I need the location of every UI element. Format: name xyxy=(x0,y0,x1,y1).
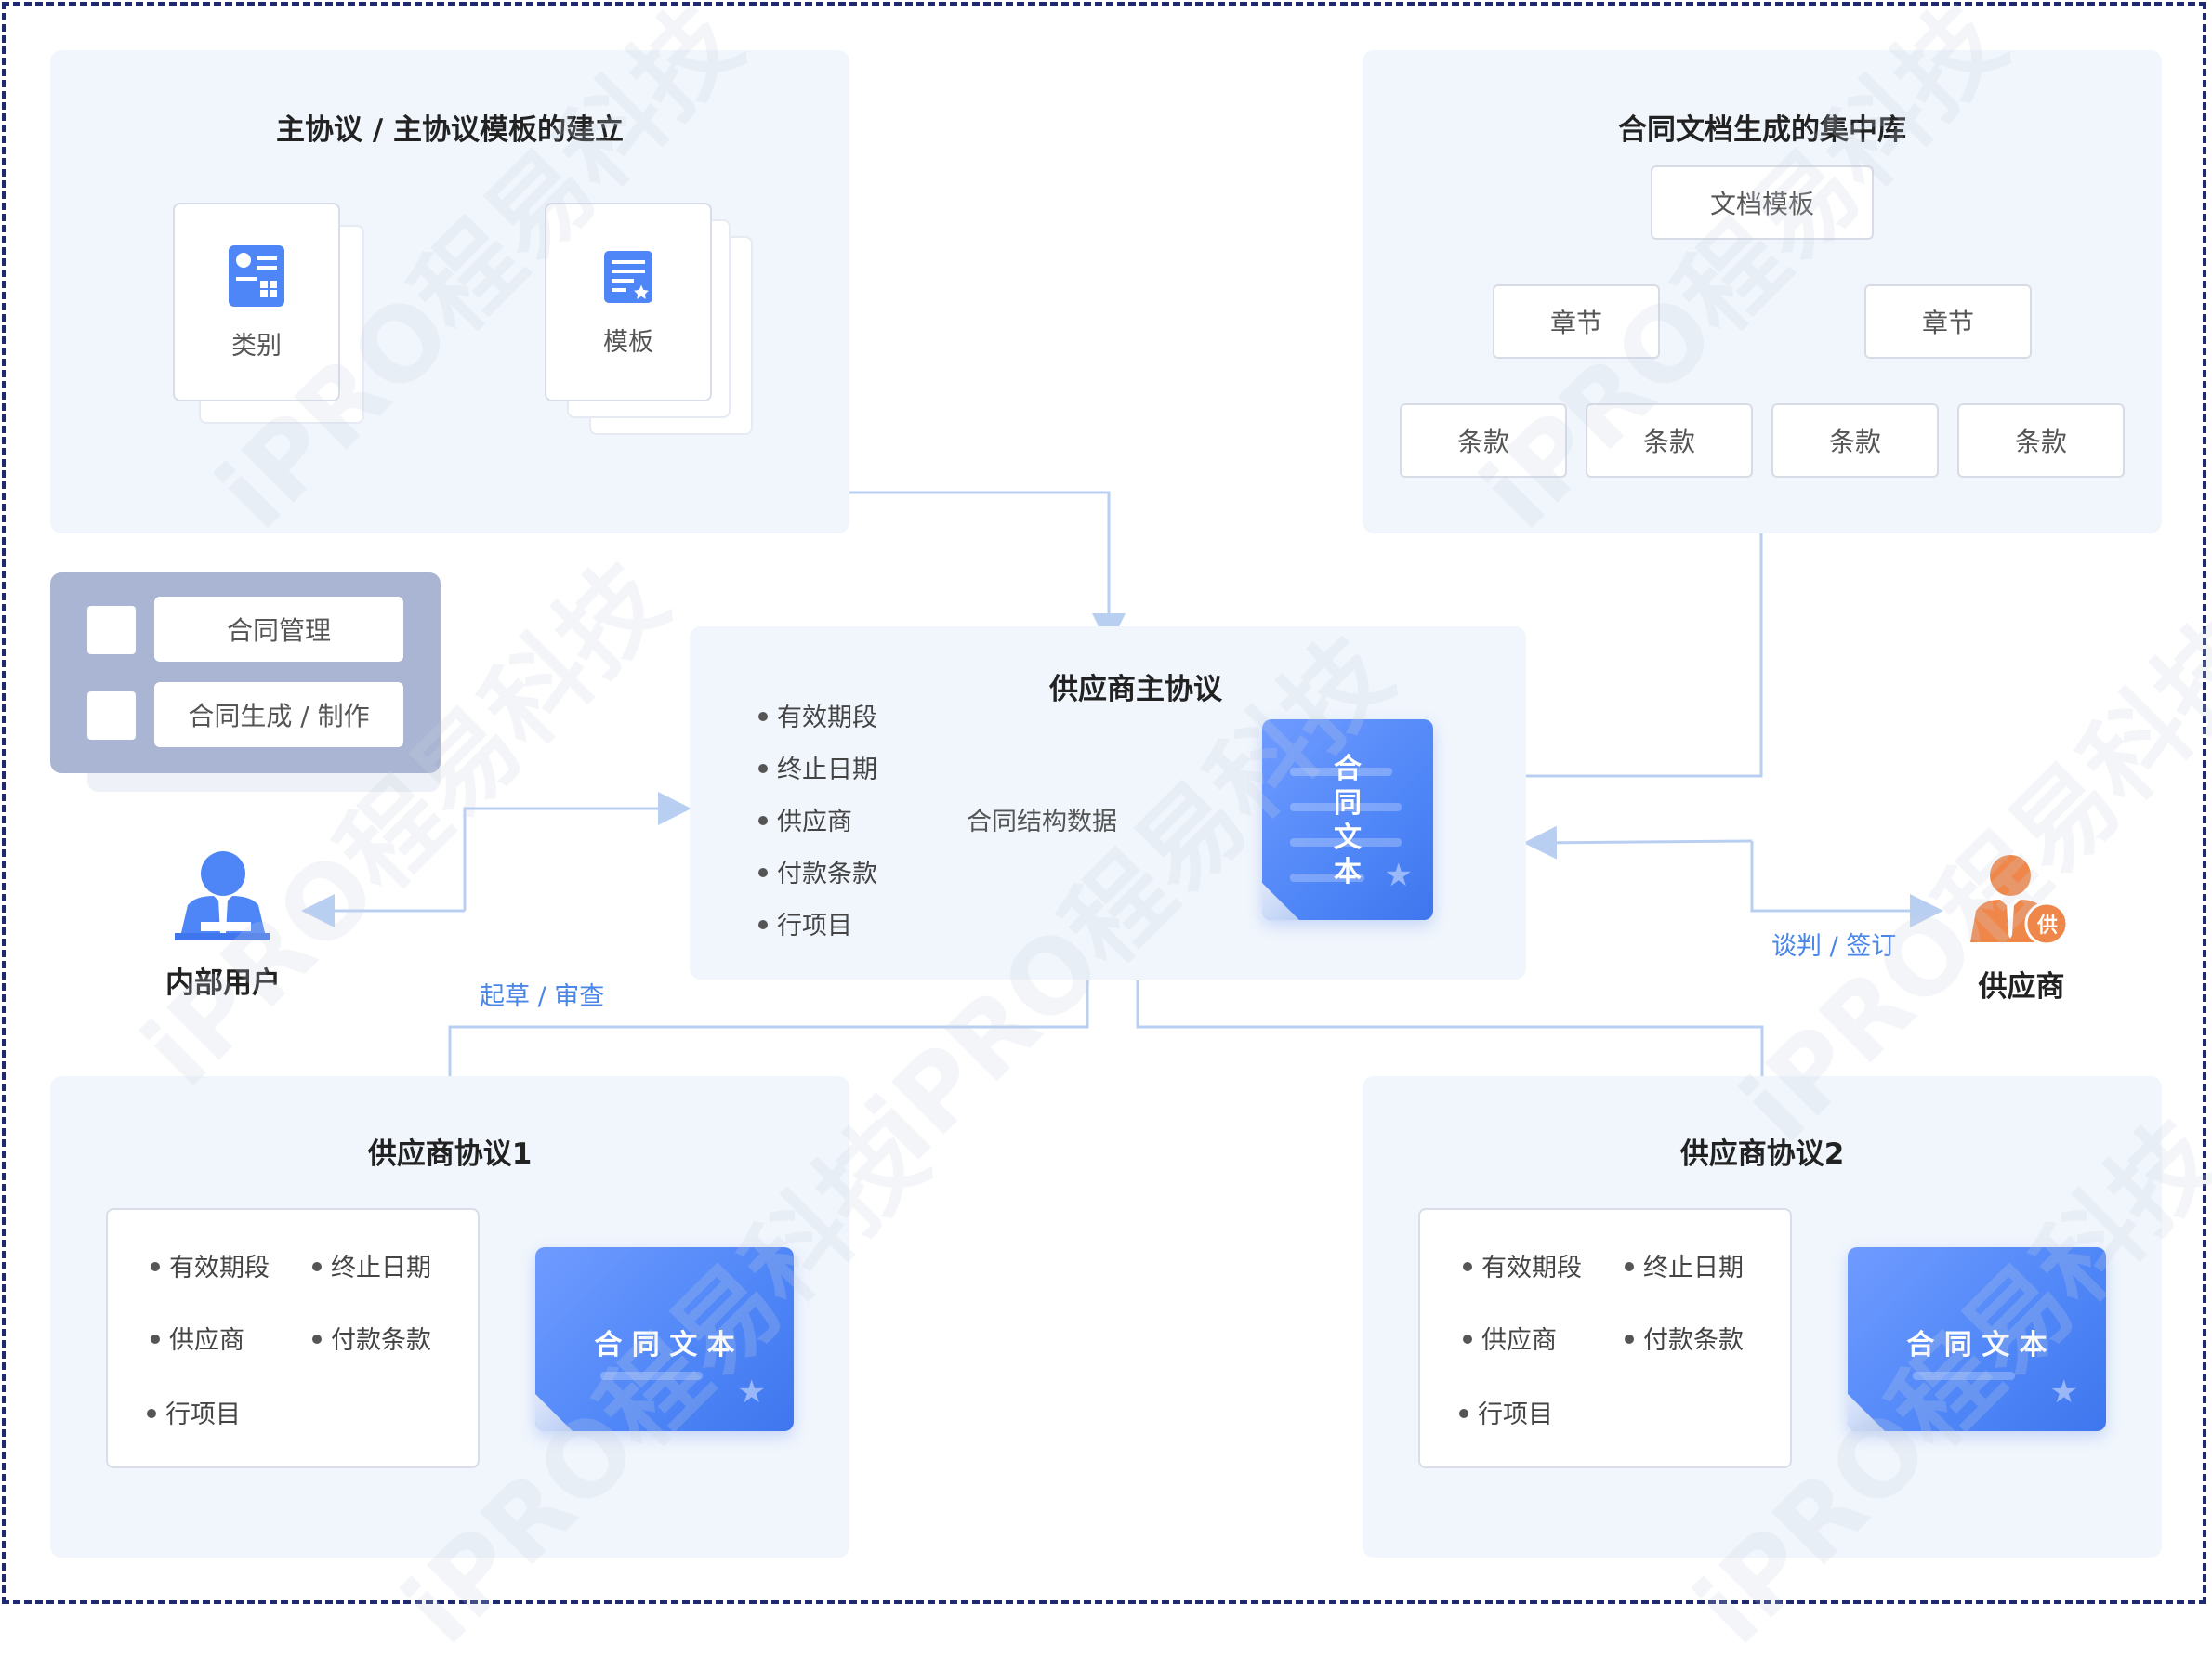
panel-title: 供应商主协议 xyxy=(1049,673,1222,706)
menu-panel: 合同管理 合同生成 / 制作 xyxy=(50,572,441,773)
panel-title: 主协议 / 主协议模板的建立 xyxy=(276,113,624,147)
dashed-border xyxy=(2,2,2206,1604)
field-line-items: 行项目 xyxy=(147,1394,241,1430)
field-valid-period: 有效期段 xyxy=(151,1247,270,1283)
contract-document[interactable]: 合 同 文 本 ★ xyxy=(1848,1247,2106,1431)
negotiate-sign-label: 谈判 / 签订 xyxy=(1771,932,1897,961)
doc-char: 文 xyxy=(1334,822,1362,854)
category-card[interactable]: 类别 xyxy=(173,203,340,401)
doc-template-node[interactable]: 文档模板 xyxy=(1651,165,1874,240)
chapter-node[interactable]: 章节 xyxy=(1864,284,2032,359)
contract-document[interactable]: 合 同 文 本 ★ xyxy=(535,1247,794,1431)
field-line-items: 行项目 xyxy=(758,905,852,941)
field-valid-period: 有效期段 xyxy=(758,697,877,733)
template-label: 模板 xyxy=(603,328,653,357)
menu-checkbox[interactable] xyxy=(87,691,136,740)
field-end-date: 终止日期 xyxy=(1625,1247,1744,1283)
panel-title: 供应商协议1 xyxy=(367,1137,533,1171)
clause-node[interactable]: 条款 xyxy=(1957,403,2125,478)
field-payment-terms: 付款条款 xyxy=(312,1320,431,1356)
field-end-date: 终止日期 xyxy=(312,1247,431,1283)
clause-node[interactable]: 条款 xyxy=(1771,403,1939,478)
doc-line xyxy=(600,1372,703,1380)
supplier-icon xyxy=(1970,855,2069,944)
category-label: 类别 xyxy=(231,332,282,361)
field-supplier: 供应商 xyxy=(151,1320,244,1356)
contract-document[interactable]: 合 同 文 本 ★ xyxy=(1262,719,1433,920)
doc-char: 合 xyxy=(1334,753,1362,785)
draft-review-label: 起草 / 审查 xyxy=(480,982,605,1011)
field-valid-period: 有效期段 xyxy=(1463,1247,1582,1283)
clause-node[interactable]: 条款 xyxy=(1400,403,1567,478)
template-icon xyxy=(604,251,653,304)
menu-checkbox[interactable] xyxy=(87,606,136,654)
clause-node[interactable]: 条款 xyxy=(1586,403,1753,478)
internal-user-label: 内部用户 xyxy=(165,966,281,1000)
doc-line xyxy=(1290,874,1364,882)
star-icon: ★ xyxy=(2049,1374,2078,1411)
panel-title: 合同文档生成的集中库 xyxy=(1618,113,1906,147)
doc-line xyxy=(1290,838,1402,847)
doc-title: 合 同 文 本 xyxy=(1906,1329,2047,1361)
doc-char: 本 xyxy=(1334,856,1362,888)
menu-item-contract-generation[interactable]: 合同生成 / 制作 xyxy=(154,682,403,747)
doc-line xyxy=(1290,803,1402,811)
field-supplier: 供应商 xyxy=(1463,1320,1557,1356)
doc-line xyxy=(1290,768,1392,776)
field-supplier: 供应商 xyxy=(758,801,852,837)
supplier-badge: 供 xyxy=(2036,914,2058,938)
supplier-label: 供应商 xyxy=(1978,970,2065,1004)
panel-title: 供应商协议2 xyxy=(1679,1137,1845,1171)
doc-title: 合 同 文 本 xyxy=(594,1329,735,1361)
page-fold xyxy=(535,1394,573,1431)
category-icon xyxy=(229,245,284,307)
field-payment-terms: 付款条款 xyxy=(1625,1320,1744,1356)
field-end-date: 终止日期 xyxy=(758,749,877,785)
doc-line xyxy=(1913,1372,2015,1380)
chapter-node[interactable]: 章节 xyxy=(1493,284,1660,359)
doc-char: 同 xyxy=(1334,787,1362,820)
structure-data-label: 合同结构数据 xyxy=(967,808,1117,836)
template-card[interactable]: 模板 xyxy=(545,203,712,401)
menu-item-contract-management[interactable]: 合同管理 xyxy=(154,597,403,662)
field-payment-terms: 付款条款 xyxy=(758,853,877,889)
field-line-items: 行项目 xyxy=(1459,1394,1553,1430)
star-icon: ★ xyxy=(1384,857,1413,894)
page-fold xyxy=(1848,1394,1885,1431)
star-icon: ★ xyxy=(737,1374,766,1411)
internal-user-icon xyxy=(175,851,270,940)
